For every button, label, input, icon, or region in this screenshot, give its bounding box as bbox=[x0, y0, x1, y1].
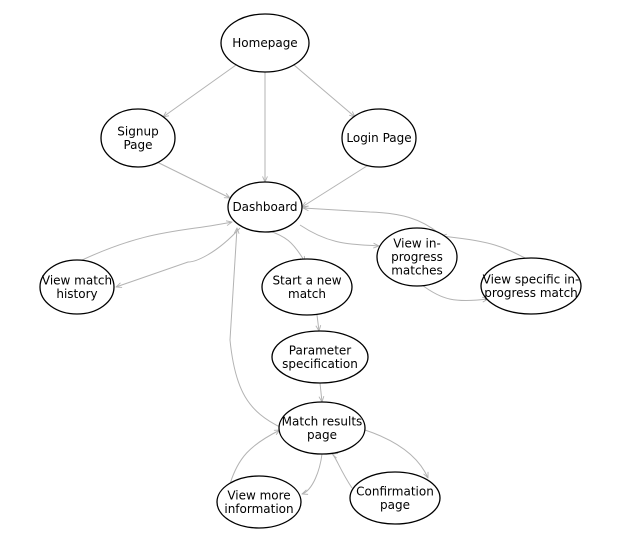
edges-layer bbox=[79, 64, 526, 494]
edge-dashboard-to-view-history bbox=[116, 227, 241, 287]
node-dashboard: Dashboard bbox=[227, 181, 303, 233]
node-more-info-label: information bbox=[224, 502, 293, 516]
node-dashboard-label: Dashboard bbox=[232, 200, 297, 214]
node-results-label: page bbox=[307, 428, 337, 442]
edge-homepage-to-signup bbox=[163, 64, 237, 117]
node-results-ellipse bbox=[278, 401, 366, 455]
edge-homepage-to-login bbox=[293, 64, 355, 117]
edge-view-history-to-dashboard bbox=[79, 222, 232, 262]
node-view-history-label: history bbox=[56, 287, 97, 301]
node-signup-label: Page bbox=[123, 138, 152, 152]
edge-specific-match-to-dashboard bbox=[303, 208, 441, 235]
node-confirmation-label: page bbox=[380, 498, 410, 512]
edge-confirmation-to-results bbox=[332, 454, 353, 489]
edge-results-to-confirmation bbox=[364, 429, 428, 478]
edge-results-to-dashboard bbox=[229, 228, 283, 429]
edge-dashboard-to-start-match bbox=[269, 230, 305, 262]
node-more-info-ellipse bbox=[216, 475, 302, 529]
node-specific-match: View specific in-progress match bbox=[480, 257, 582, 315]
edge-results-to-more-info bbox=[302, 453, 323, 494]
node-signup-ellipse bbox=[100, 108, 176, 168]
node-results-label: Match results bbox=[282, 414, 363, 428]
node-confirmation-label: Confirmation bbox=[356, 484, 434, 498]
node-specific-match-label: progress match bbox=[484, 286, 578, 300]
node-login-ellipse bbox=[341, 108, 417, 168]
edge-in-progress-to-specific-match bbox=[421, 284, 488, 301]
node-homepage: Homepage bbox=[220, 13, 310, 73]
node-start-match-label: match bbox=[288, 287, 326, 301]
node-in-progress-label: matches bbox=[391, 264, 443, 278]
node-in-progress-label: progress bbox=[391, 250, 443, 264]
node-specific-match-ellipse bbox=[480, 257, 582, 315]
edge-dashboard-to-in-progress bbox=[299, 224, 379, 246]
node-confirmation-ellipse bbox=[349, 471, 441, 525]
node-in-progress-ellipse bbox=[376, 227, 458, 287]
node-login: Login Page bbox=[341, 108, 417, 168]
edge-specific-match-to-in-progress bbox=[441, 236, 526, 259]
node-parameter-ellipse bbox=[271, 330, 369, 384]
node-login-label: Login Page bbox=[346, 131, 411, 145]
node-parameter-label: specification bbox=[282, 357, 358, 371]
node-view-history-ellipse bbox=[39, 259, 115, 315]
edge-start-match-to-parameter bbox=[317, 314, 319, 331]
node-parameter-label: Parameter bbox=[289, 343, 351, 357]
node-more-info-label: View more bbox=[227, 488, 290, 502]
node-view-history-label: View match bbox=[42, 273, 112, 287]
edge-login-to-dashboard bbox=[302, 163, 371, 207]
node-in-progress-label: View in- bbox=[393, 237, 441, 251]
node-signup-label: Signup bbox=[117, 124, 158, 138]
node-dashboard-ellipse bbox=[227, 181, 303, 233]
node-homepage-label: Homepage bbox=[232, 36, 297, 50]
edge-more-info-to-results bbox=[229, 430, 280, 485]
edge-signup-to-dashboard bbox=[156, 161, 230, 198]
node-specific-match-label: View specific in- bbox=[483, 272, 580, 286]
node-start-match-ellipse bbox=[261, 258, 353, 316]
node-start-match-label: Start a new bbox=[272, 273, 341, 287]
edge-parameter-to-results bbox=[320, 382, 322, 402]
node-homepage-ellipse bbox=[220, 13, 310, 73]
